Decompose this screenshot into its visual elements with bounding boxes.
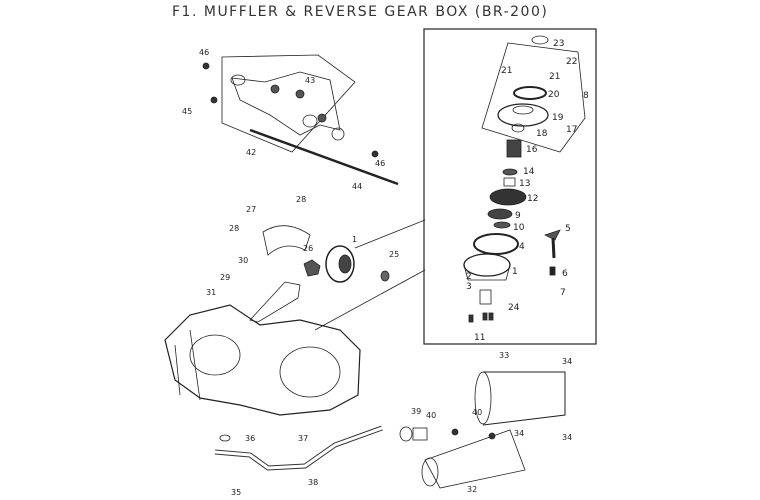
callout-39: 39 — [411, 407, 422, 416]
bracket-part — [230, 71, 345, 141]
callout-31: 31 — [206, 288, 217, 297]
callout-23: 23 — [553, 39, 565, 49]
callout-27: 27 — [246, 205, 257, 214]
gearbox-detail-frame — [423, 28, 597, 345]
callout-42: 42 — [246, 148, 257, 157]
engine-block — [164, 304, 361, 416]
callout-22: 22 — [566, 57, 578, 67]
callout-25: 25 — [389, 250, 400, 259]
callout-11: 11 — [474, 333, 486, 343]
callout-30: 30 — [238, 256, 249, 265]
callout-43: 43 — [305, 76, 316, 85]
callout-12: 12 — [527, 194, 539, 204]
callout-3: 3 — [466, 282, 472, 292]
exhaust-parts — [214, 371, 566, 489]
callout-6: 6 — [562, 269, 568, 279]
callout-46b: 46 — [375, 159, 386, 168]
callout-17: 17 — [566, 125, 578, 135]
callout-1: 1 — [512, 267, 518, 277]
callout-13: 13 — [519, 179, 531, 189]
callout-19: 19 — [552, 113, 564, 123]
callout-33: 33 — [499, 351, 510, 360]
callout-9: 9 — [515, 211, 521, 221]
callout-46: 46 — [199, 48, 210, 57]
callout-5: 5 — [565, 224, 571, 234]
callout-38: 38 — [308, 478, 319, 487]
callout-37: 37 — [298, 434, 309, 443]
callout-1-assembly: 1 — [352, 235, 358, 244]
callout-24: 24 — [508, 303, 520, 313]
callout-40b: 40 — [472, 408, 483, 417]
callout-20: 20 — [548, 90, 560, 100]
callout-45: 45 — [182, 107, 193, 116]
long-bolt-44 — [249, 128, 399, 186]
callout-26: 26 — [303, 244, 314, 253]
callout-4: 4 — [519, 242, 525, 252]
callout-32: 32 — [467, 485, 478, 494]
callout-7: 7 — [560, 288, 566, 298]
callout-36: 36 — [245, 434, 256, 443]
diagram-title: F1. MUFFLER & REVERSE GEAR BOX (BR-200) — [172, 4, 549, 20]
callout-21: 21 — [501, 66, 513, 76]
callout-44: 44 — [352, 182, 363, 191]
clutch-group-frame — [481, 42, 586, 153]
callout-29: 29 — [220, 273, 231, 282]
callout-34: 34 — [562, 357, 573, 366]
reverse-gear-assembly — [249, 219, 426, 331]
callout-34b: 34 — [514, 429, 525, 438]
callout-2: 2 — [466, 272, 472, 282]
callout-18: 18 — [536, 129, 548, 139]
callout-40: 40 — [426, 411, 437, 420]
callout-21b: 21 — [549, 72, 561, 82]
callout-28: 28 — [296, 195, 307, 204]
callout-34c: 34 — [562, 433, 573, 442]
callout-8: 8 — [583, 91, 589, 101]
callout-14: 14 — [523, 167, 535, 177]
callout-16: 16 — [526, 145, 538, 155]
callout-28b: 28 — [229, 224, 240, 233]
gearbox-parts — [463, 35, 561, 323]
callout-10: 10 — [513, 223, 525, 233]
callout-35: 35 — [231, 488, 242, 497]
